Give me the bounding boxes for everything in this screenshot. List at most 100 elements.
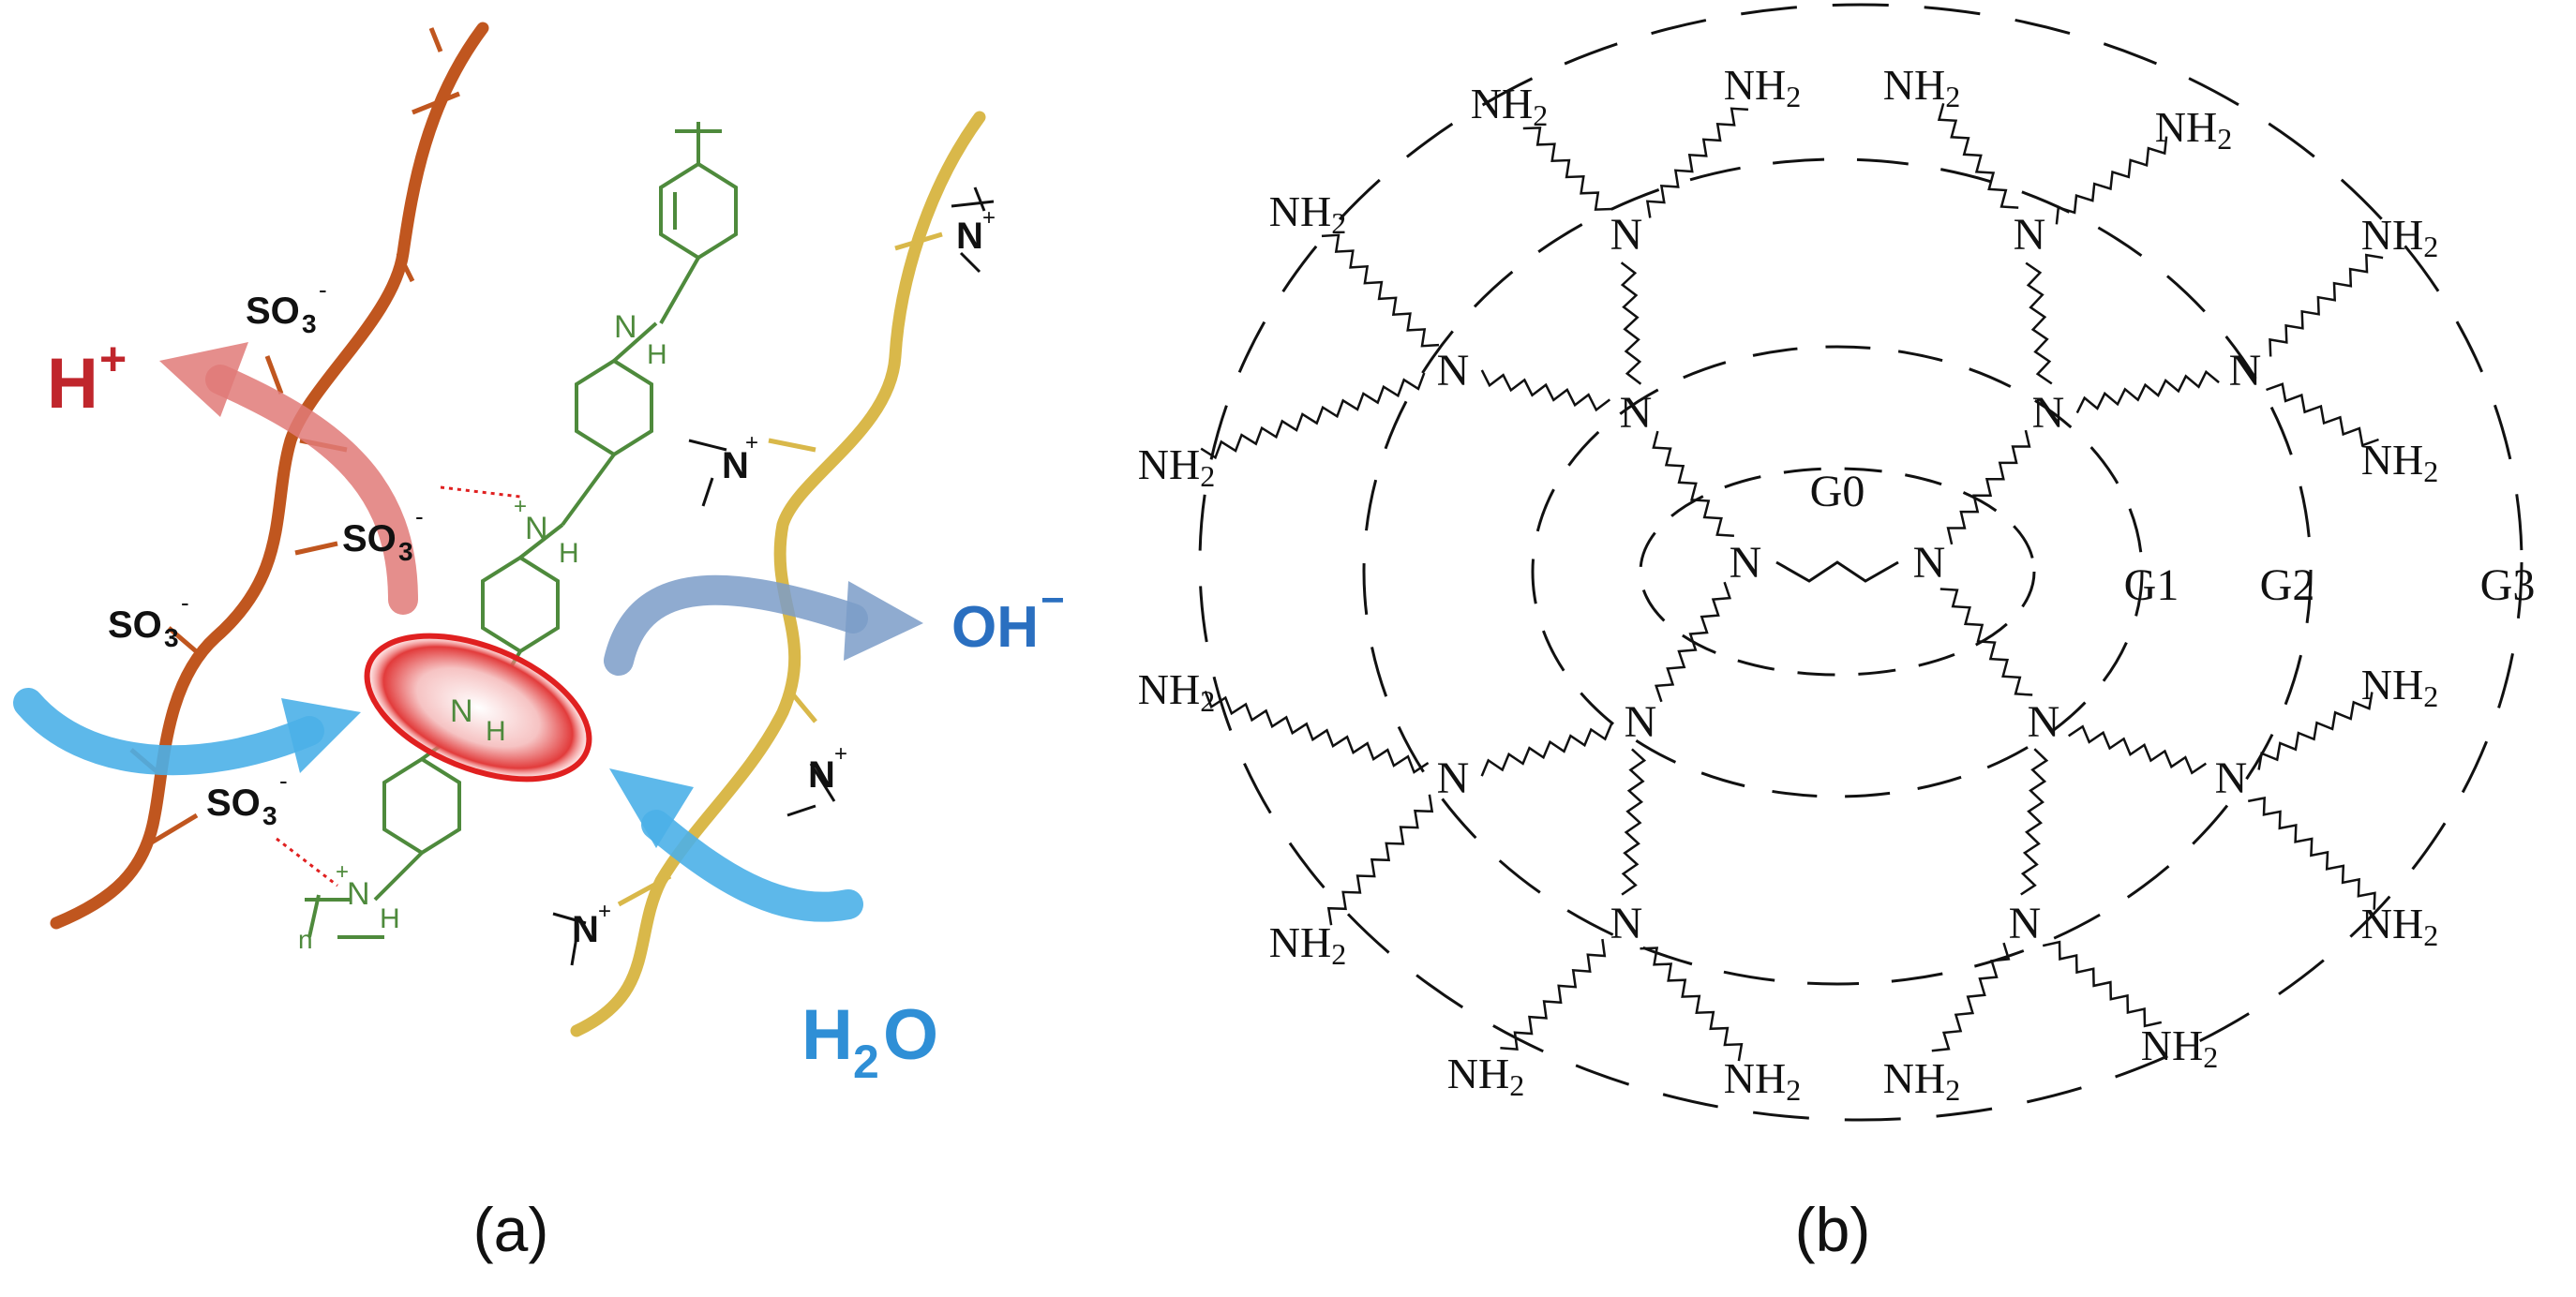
svg-text:SO: SO	[108, 604, 162, 646]
terminal-amine-group: NH2	[2155, 103, 2232, 156]
nitrogen-atom: N	[2215, 753, 2248, 803]
wavy-bond	[2257, 692, 2374, 770]
svg-text:N: N	[722, 445, 749, 486]
hydroxide-arrow	[604, 574, 868, 676]
sulfonate-label-4: SO 3 -	[206, 767, 288, 830]
wavy-bond	[1200, 372, 1426, 460]
terminal-amine-group: NH2	[1883, 1054, 1960, 1107]
generation-label-g2: G2	[2260, 560, 2315, 610]
amine-h-2: H	[559, 538, 579, 569]
svg-text:SO: SO	[206, 783, 261, 824]
wavy-bond	[1620, 261, 1642, 385]
wavy-bond	[1204, 691, 1430, 774]
wavy-bond	[2075, 369, 2220, 414]
svg-text:3: 3	[164, 623, 179, 652]
wavy-bond	[1937, 102, 2019, 209]
wavy-bond	[1500, 938, 1607, 1051]
cationic-chain-branches	[617, 231, 943, 907]
terminal-amine-group: NH2	[2141, 1021, 2218, 1074]
hbond-upper	[440, 485, 521, 499]
generation-label-g3: G3	[2480, 560, 2536, 610]
svg-text:O: O	[883, 995, 938, 1075]
hydroxide-arrowhead	[844, 581, 923, 661]
svg-text:SO: SO	[342, 518, 397, 559]
sulfonate-label-2: SO 3 -	[342, 502, 424, 566]
wavy-bond	[1621, 748, 1647, 896]
terminal-amine-group: NH2	[1269, 187, 1346, 240]
wavy-bond	[1931, 942, 2011, 1052]
svg-text:OH: OH	[951, 595, 1039, 660]
wavy-bond	[1652, 430, 1734, 537]
hydroxide-label: OH −	[951, 577, 1065, 660]
amine-charge-2: +	[514, 494, 527, 519]
polyaniline-chain	[305, 122, 738, 939]
amine-h-4: H	[380, 903, 400, 934]
generation-label-g0: G0	[1810, 467, 1865, 516]
svg-text:-: -	[279, 767, 288, 795]
amine-n-2: N	[525, 511, 548, 546]
wavy-bond	[1326, 794, 1434, 926]
svg-text:+: +	[834, 741, 847, 767]
ammonium-label-1: N +	[951, 186, 996, 274]
nitrogen-atom: N	[2014, 210, 2046, 260]
terminal-amine-group: NH2	[2361, 211, 2438, 263]
shell-g3	[1198, 3, 2524, 1122]
nitrogen-atom: N	[1730, 538, 1762, 588]
nitrogen-atom: N	[2028, 697, 2060, 747]
nitrogen-atom: N	[1620, 388, 1653, 438]
wavy-bond	[1480, 723, 1613, 777]
terminal-amine-group: NH2	[2361, 661, 2438, 713]
water-arrow-right-head	[609, 768, 694, 848]
svg-text:2: 2	[853, 1036, 879, 1088]
svg-text:SO: SO	[246, 291, 300, 332]
proton-arrowhead	[159, 342, 248, 417]
wavy-bond	[1939, 588, 2033, 696]
ammonium-label-2: N +	[688, 430, 758, 507]
amine-charge-4: +	[336, 859, 349, 885]
sulfonate-label-1: SO 3 -	[246, 276, 327, 338]
svg-text:-: -	[181, 589, 189, 617]
svg-text:+: +	[982, 205, 996, 231]
amine-h-3: H	[486, 716, 506, 747]
proton-arrow	[205, 365, 418, 615]
shell-g0	[1639, 467, 2036, 677]
svg-text:N: N	[956, 216, 983, 257]
anionic-polymer-chain	[50, 22, 489, 930]
shell-g1	[1531, 345, 2144, 798]
svg-text:−: −	[1041, 577, 1065, 623]
svg-text:N: N	[808, 754, 835, 796]
terminal-amine-group: NH2	[1138, 440, 1215, 493]
amine-n-3: N	[450, 693, 473, 729]
wavy-bond	[1645, 107, 1749, 218]
nitrogen-atom: N	[2032, 388, 2065, 438]
wavy-bond	[1480, 369, 1611, 412]
wavy-bond	[1522, 127, 1613, 211]
svg-text:3: 3	[262, 801, 277, 830]
panel-b-caption: (b)	[1795, 1195, 1871, 1264]
svg-text:H: H	[47, 344, 98, 424]
water-arrow-right	[641, 810, 863, 922]
wavy-bond	[2266, 382, 2379, 447]
nitrogen-atom: N	[1610, 210, 1643, 260]
terminal-amine-group: NH2	[1883, 61, 1960, 113]
bond-layer	[1200, 102, 2384, 1062]
wavy-bond	[2247, 796, 2376, 910]
wavy-bond	[1640, 947, 1744, 1062]
svg-text:+: +	[598, 899, 611, 924]
terminal-amine-group: NH2	[2361, 900, 2438, 952]
proton-label: H +	[47, 333, 127, 424]
wavy-bond	[1946, 429, 2031, 545]
nitrogen-atom: N	[1610, 899, 1643, 948]
svg-text:-: -	[319, 276, 327, 304]
terminal-amine-group: NH2	[1269, 918, 1346, 971]
svg-text:+: +	[99, 333, 127, 385]
panel-a-membrane-schematic: N H N H + N H N H + n SO 3 - SO 3 - SO 3…	[13, 22, 1065, 1264]
svg-text:3: 3	[398, 537, 413, 566]
svg-text:+: +	[745, 430, 758, 455]
terminal-amine-group: NH2	[2361, 436, 2438, 488]
panel-a-caption: (a)	[473, 1195, 549, 1264]
svg-text:N: N	[572, 909, 599, 950]
